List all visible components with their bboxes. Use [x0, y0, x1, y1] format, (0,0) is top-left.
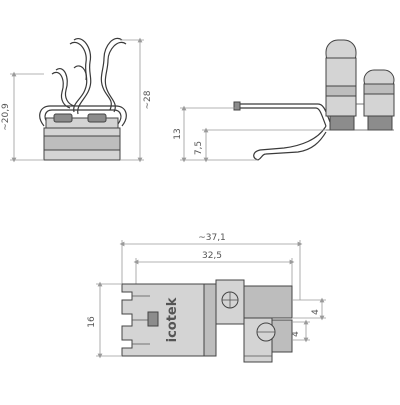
- spring-wire-left: [69, 41, 88, 113]
- front-band-1: [43, 127, 121, 137]
- spring-wire-center: [51, 71, 71, 109]
- side-plate-tab: [233, 101, 241, 111]
- dim-pitch-b-label: 4: [291, 331, 301, 337]
- side-spring-plate-bottom: [236, 107, 327, 127]
- dim-pitch-a-label: 4: [311, 309, 321, 315]
- front-pad-right: [87, 113, 107, 123]
- dim-side-height-label: 13: [173, 128, 183, 139]
- dim-side-inner-label: 7,5: [194, 141, 204, 155]
- front-view: ~20,9 ~28: [1, 37, 153, 163]
- spring-wire-center-2: [55, 68, 75, 107]
- dim-top-height-label: 16: [87, 316, 97, 328]
- spring-base-loop: [39, 105, 127, 127]
- dim-top-inner-label: 32,5: [202, 251, 222, 261]
- top-upper-jaw: [243, 285, 293, 319]
- top-lower-jaw: [271, 319, 293, 353]
- top-logo-mark: [147, 311, 159, 327]
- side-short-lower: [363, 93, 395, 117]
- spring-base-loop-inner: [44, 109, 122, 125]
- side-tall-band: [325, 85, 357, 97]
- side-short-foot: [367, 115, 393, 131]
- spring-wire-right: [100, 37, 123, 111]
- side-tall-mid: [325, 57, 357, 87]
- side-tall-lower: [325, 95, 357, 117]
- top-view: ~37,1 32,5 icotek 16 4: [87, 233, 326, 363]
- dim-front-height-label: ~28: [143, 90, 153, 109]
- front-pad-left: [53, 113, 73, 123]
- dim-top-overall-label: ~37,1: [198, 233, 226, 243]
- side-short-band: [363, 83, 395, 95]
- front-band-3: [43, 149, 121, 161]
- brand-logo-text: icotek: [165, 297, 180, 342]
- side-spring-hook: [253, 125, 327, 161]
- spring-wire-right-outer: [104, 41, 127, 113]
- dim-front-width-label: ~20,9: [1, 103, 11, 131]
- side-view: 13 7,5: [173, 39, 395, 163]
- side-tall-foot: [329, 115, 355, 131]
- top-left-body: [121, 283, 205, 357]
- front-band-2: [43, 135, 121, 151]
- spring-wire-left-outer: [73, 38, 92, 115]
- top-middle-plate: [203, 283, 217, 357]
- spring-wire-mid: [73, 65, 87, 81]
